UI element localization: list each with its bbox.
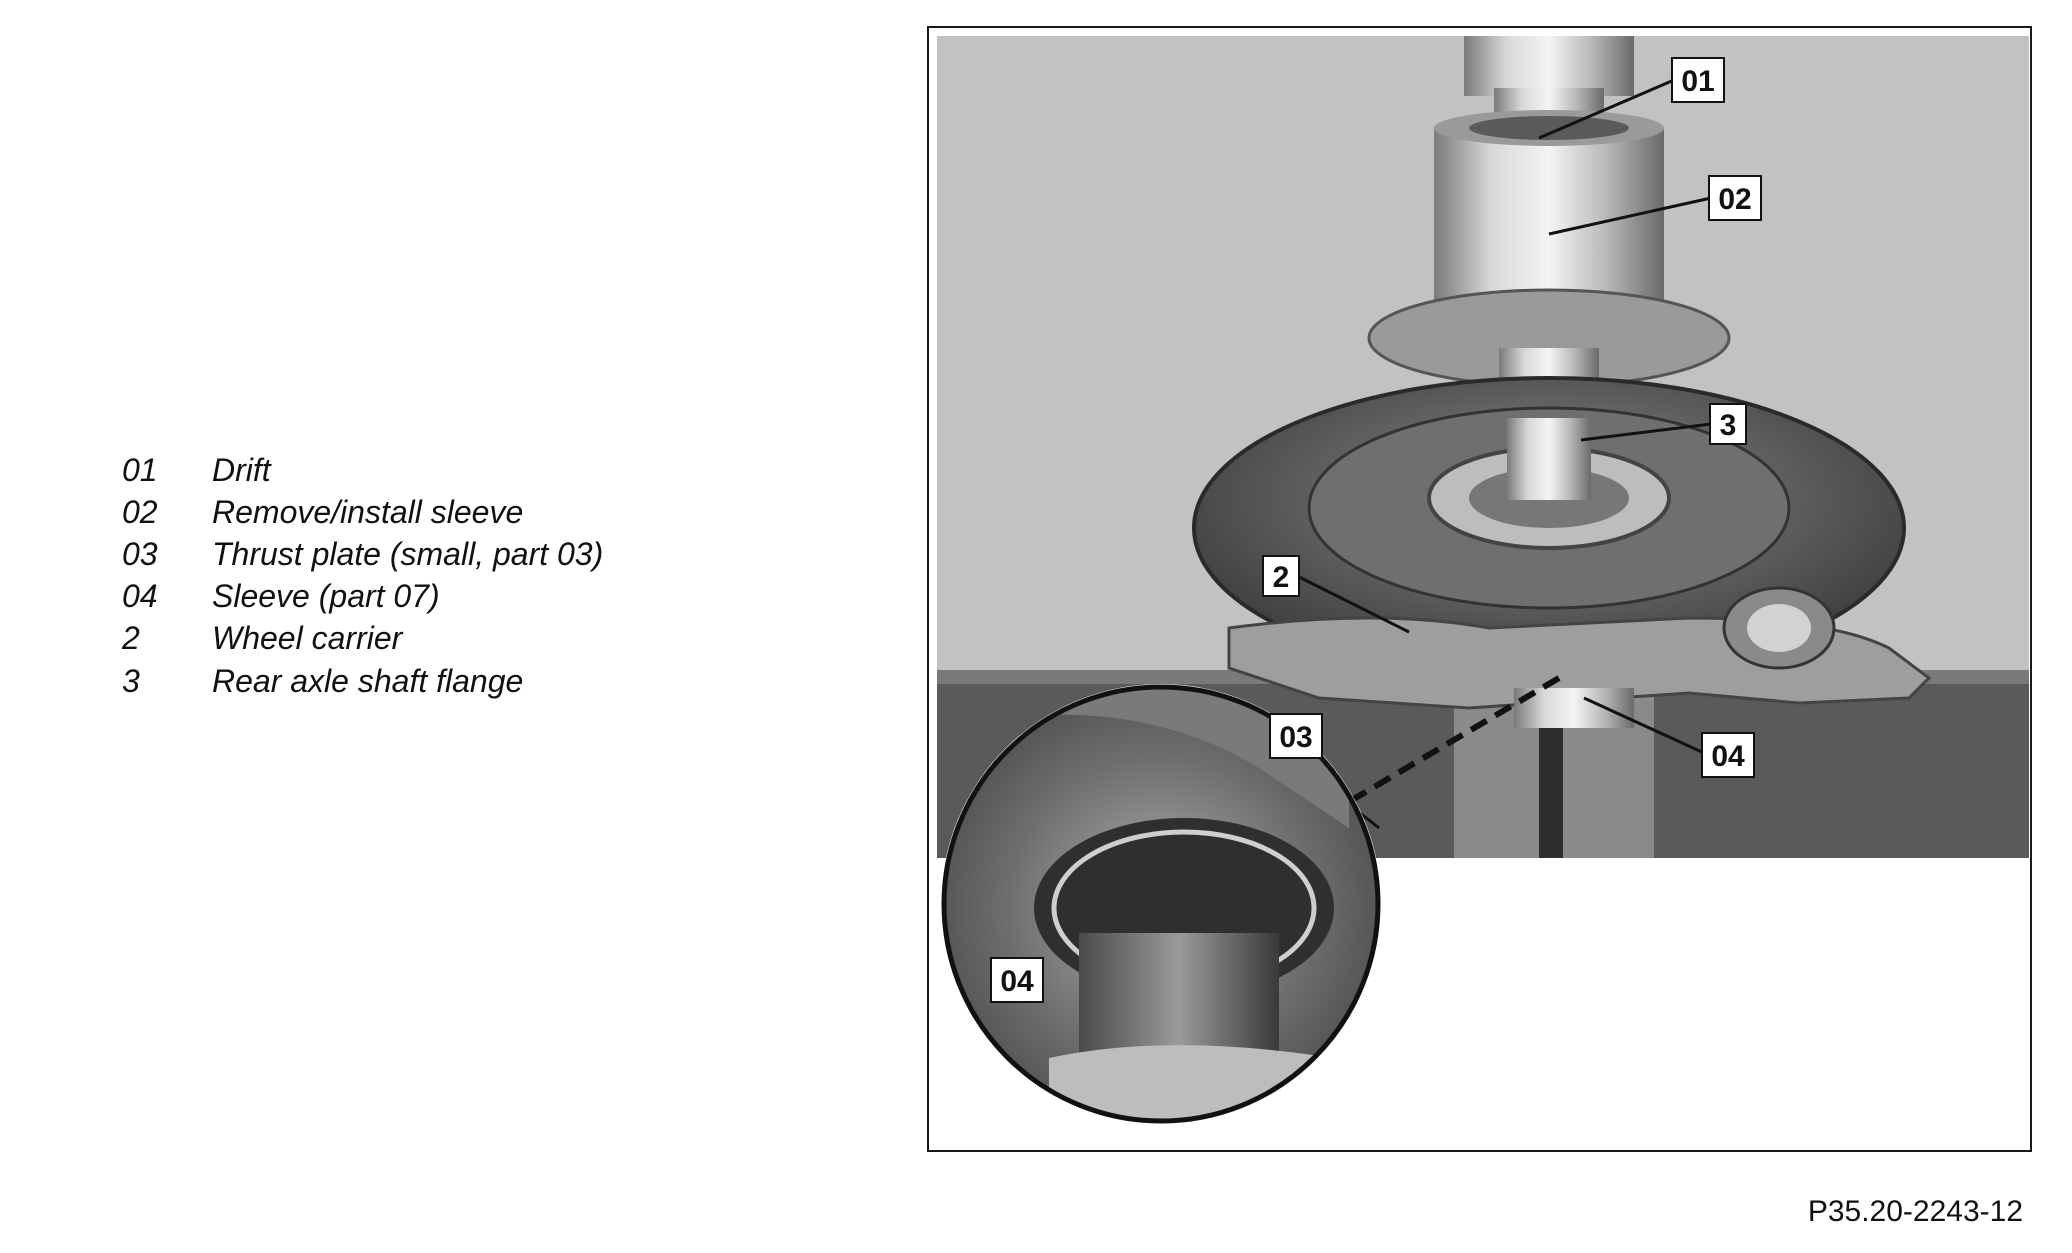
legend-text: Wheel carrier xyxy=(212,620,403,657)
svg-text:01: 01 xyxy=(1681,65,1714,98)
callout-04-main: 04 xyxy=(1701,732,1755,778)
detail-inset xyxy=(941,684,1381,1124)
legend-text: Rear axle shaft flange xyxy=(212,662,524,699)
legend-text: Remove/install sleeve xyxy=(212,493,524,530)
legend-item: 02 Remove/install sleeve xyxy=(122,491,603,533)
legend-list: 01 Drift 02 Remove/install sleeve 03 Thr… xyxy=(122,449,603,702)
callout-03-detail: 03 xyxy=(1269,713,1323,759)
callout-01: 01 xyxy=(1671,57,1725,103)
callout-labels: 01 02 3 2 04 03 xyxy=(990,57,1762,1003)
svg-text:3: 3 xyxy=(1720,409,1737,442)
callout-02: 02 xyxy=(1708,175,1762,221)
legend-item: 01 Drift xyxy=(122,449,603,491)
svg-text:04: 04 xyxy=(1711,740,1745,773)
callout-3: 3 xyxy=(1709,403,1747,445)
main-photo xyxy=(937,36,2029,858)
figure-frame: 01 02 3 2 04 03 xyxy=(927,26,2032,1152)
legend-item: 3 Rear axle shaft flange xyxy=(122,660,603,702)
figure-illustration: 01 02 3 2 04 03 xyxy=(937,36,2029,1124)
legend-number: 02 xyxy=(122,493,158,530)
legend-number: 01 xyxy=(122,451,158,488)
svg-text:04: 04 xyxy=(1000,965,1034,998)
legend-number: 04 xyxy=(122,578,158,615)
svg-text:02: 02 xyxy=(1718,183,1751,216)
legend-number: 2 xyxy=(122,620,140,657)
legend-text: Sleeve (part 07) xyxy=(212,578,440,615)
callout-2: 2 xyxy=(1262,555,1300,597)
figure-reference: P35.20-2243-12 xyxy=(1807,1195,2023,1228)
legend-number: 03 xyxy=(122,535,158,572)
svg-text:03: 03 xyxy=(1279,721,1312,754)
callout-04-detail: 04 xyxy=(990,957,1044,1003)
svg-text:2: 2 xyxy=(1273,561,1290,594)
legend-number: 3 xyxy=(122,662,140,699)
legend-item: 04 Sleeve (part 07) xyxy=(122,576,603,618)
legend-item: 2 Wheel carrier xyxy=(122,618,603,660)
legend-text: Drift xyxy=(212,451,271,488)
legend-text: Thrust plate (small, part 03) xyxy=(212,535,604,572)
legend-item: 03 Thrust plate (small, part 03) xyxy=(122,533,603,575)
